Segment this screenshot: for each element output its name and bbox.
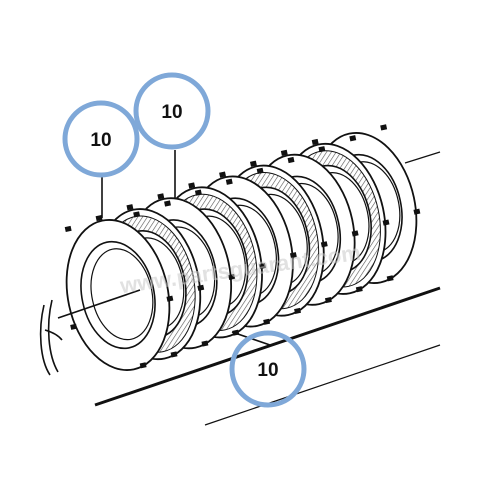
clutch-disc <box>64 211 174 371</box>
callout-c[interactable]: 10 <box>229 330 307 408</box>
partial-hub-left <box>39 299 63 376</box>
callout-a-label: 10 <box>90 130 111 151</box>
callout-b-label: 10 <box>161 102 182 123</box>
callout-b[interactable]: 10 <box>133 72 211 150</box>
callout-a[interactable]: 10 <box>62 100 140 178</box>
shaft-lines <box>94 151 441 426</box>
callout-c-label: 10 <box>257 360 278 381</box>
disc-stack <box>64 124 421 371</box>
